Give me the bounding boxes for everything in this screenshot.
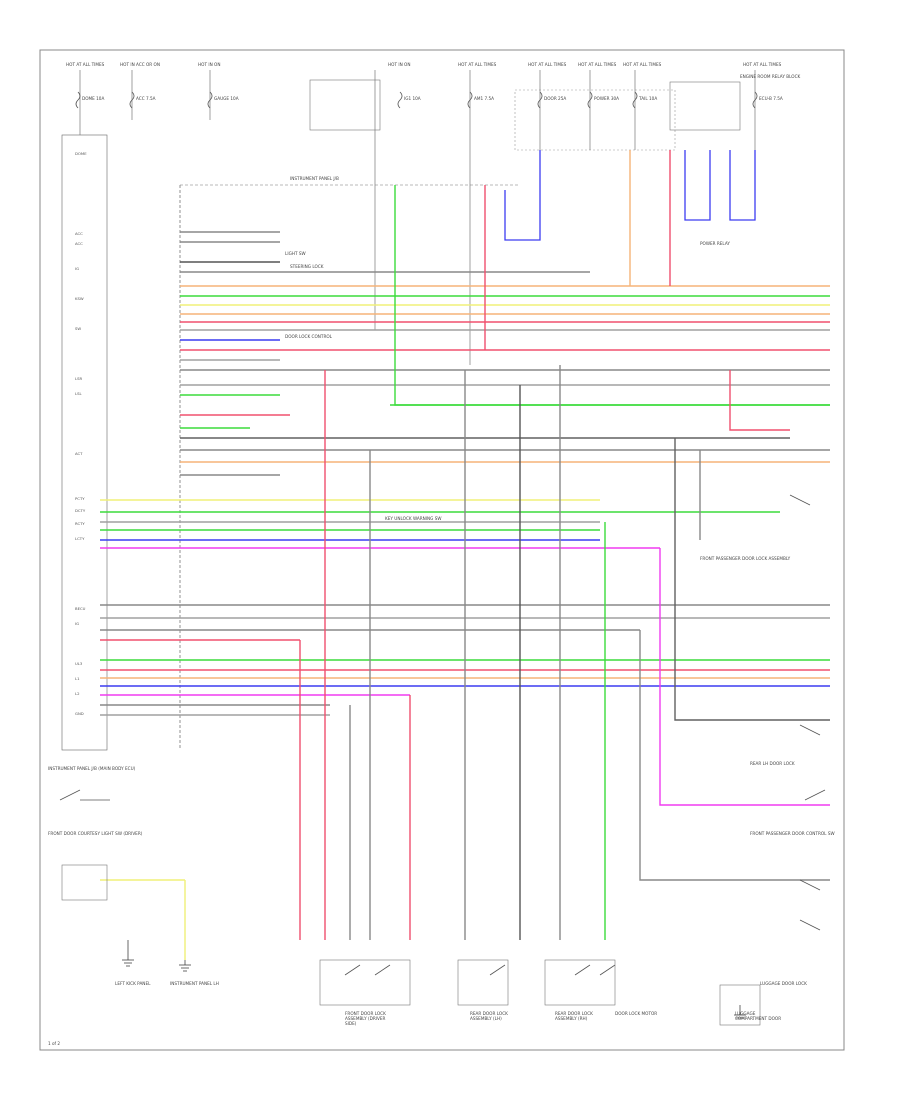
front-pass-door-label: FRONT PASSENGER DOOR LOCK ASSEMBLY [700, 556, 791, 561]
ecu-b-caption: ENGINE ROOM RELAY BLOCK [740, 74, 801, 79]
fuse-icon [632, 91, 638, 109]
svg-text:RCTY: RCTY [75, 521, 85, 526]
svg-text:DCTY: DCTY [75, 508, 86, 513]
fuse-0: HOT AT ALL TIMES DOME 10A [66, 62, 105, 109]
fuse-icon [587, 91, 593, 109]
blue-loops [504, 150, 756, 241]
bottom-component-boxes [319, 959, 761, 1026]
fuse-label: TAIL 10A [638, 96, 657, 101]
svg-text:IG: IG [75, 621, 79, 626]
fuse-6: HOT AT ALL TIMES POWER 30A [578, 62, 619, 109]
svg-text:UL3: UL3 [75, 661, 83, 666]
diagram-frame [39, 49, 845, 1051]
ground-symbols [122, 940, 746, 1019]
courtesy-switch-box [61, 864, 108, 901]
fuse-label: IG1 10A [404, 96, 421, 101]
left-connector [61, 134, 108, 751]
fuse-header: HOT AT ALL TIMES [578, 62, 617, 67]
door-lock-ctrl-label: DOOR LOCK CONTROL [285, 334, 333, 339]
fuse-icon [129, 91, 135, 109]
bottom-component-3: DOOR LOCK MOTOR [615, 1011, 657, 1016]
key-unlock-label: KEY UNLOCK WARNING SW [385, 516, 442, 521]
fuse-header: HOT AT ALL TIMES [743, 62, 782, 67]
svg-text:L1: L1 [75, 676, 80, 681]
svg-text:ACC: ACC [75, 241, 83, 246]
luggage-door-label: LUGGAGE DOOR LOCK [760, 981, 807, 986]
svg-text:KSW: KSW [75, 296, 84, 301]
svg-text:PCTY: PCTY [75, 496, 85, 501]
wire-bundle [100, 231, 830, 716]
fuse-icon [397, 91, 403, 109]
fuse-icon [467, 91, 473, 109]
fuse-label: GAUGE 10A [214, 96, 239, 101]
fuse-header: HOT AT ALL TIMES [66, 62, 105, 67]
ecu-bottom-caption: INSTRUMENT PANEL J/B (MAIN BODY ECU) [48, 766, 136, 771]
fuse-5: HOT AT ALL TIMES DOOR 25A [528, 62, 567, 109]
fuse-label: DOME 10A [82, 96, 104, 101]
fuse-4: HOT AT ALL TIMES AM1 7.5A [458, 62, 497, 109]
svg-text:LCTY: LCTY [75, 536, 85, 541]
relay-box [309, 79, 381, 131]
svg-text:DOME: DOME [75, 151, 87, 156]
svg-text:L2: L2 [75, 691, 80, 696]
fuse-header: HOT AT ALL TIMES [458, 62, 497, 67]
ground1-label: LEFT KICK PANEL [115, 981, 151, 986]
fuse-group: HOT AT ALL TIMES DOME 10A HOT IN ACC OR ON… [66, 62, 783, 109]
power-relay-box [669, 81, 741, 131]
fuse-header: HOT AT ALL TIMES [528, 62, 567, 67]
fuse-icon [537, 91, 543, 109]
page-reference: 1 of 2 [48, 1041, 60, 1046]
fuse-header: HOT IN ON [388, 62, 410, 67]
svg-text:ACT: ACT [75, 451, 83, 456]
steering-lock-label: STEERING LOCK [290, 264, 324, 269]
svg-text:SW: SW [75, 326, 81, 331]
right-switches [344, 494, 826, 976]
svg-text:BECU: BECU [75, 606, 86, 611]
svg-text:GND: GND [75, 711, 84, 716]
front-pass-door2-label: FRONT PASSENGER DOOR CONTROL SW [750, 831, 835, 836]
power-relay-caption: POWER RELAY [700, 241, 730, 246]
fuse-icon [75, 91, 81, 109]
fuse-block-outline [514, 89, 676, 151]
courtesy-switch-caption: FRONT DOOR COURTESY LIGHT SW (DRIVER) [48, 831, 143, 836]
svg-text:ACC: ACC [75, 231, 83, 236]
rear-lh-door-label: REAR LH DOOR LOCK [750, 761, 795, 766]
fuse-label: ECU-B 7.5A [759, 96, 783, 101]
fuse-7: HOT AT ALL TIMES TAIL 10A [623, 62, 662, 109]
fuse-icon [207, 91, 213, 109]
fuse-label: DOOR 25A [544, 96, 566, 101]
svg-text:LSR: LSR [75, 376, 83, 381]
fuse-block-caption: INSTRUMENT PANEL J/B [290, 176, 339, 181]
courtesy-switch-symbol [59, 789, 110, 801]
fuse-2: HOT IN ON GAUGE 10A [198, 62, 239, 109]
light-sw-label: LIGHT SW [285, 251, 306, 256]
top-feeds [79, 70, 756, 365]
fuse-label: ACC 7.5A [136, 96, 156, 101]
fuse-icon [752, 91, 758, 109]
fuse-label: POWER 30A [594, 96, 619, 101]
fuse-label: AM1 7.5A [474, 96, 494, 101]
fuse-1: HOT IN ACC OR ON ACC 7.5A [120, 62, 160, 109]
fuse-8: HOT AT ALL TIMES ECU-B 7.5A [743, 62, 783, 109]
fuse-3: HOT IN ON IG1 10A [388, 62, 421, 109]
fuse-header: HOT AT ALL TIMES [623, 62, 662, 67]
fuse-header: HOT IN ON [198, 62, 220, 67]
left-pin-labels: DOME ACC ACC IG KSW SW LSR LSL ACT PCTY … [75, 151, 87, 716]
vertical-wires [100, 150, 830, 960]
ground2-label: INSTRUMENT PANEL LH [170, 981, 219, 986]
svg-text:LSL: LSL [75, 391, 83, 396]
svg-text:IG: IG [75, 266, 79, 271]
fuse-header: HOT IN ACC OR ON [120, 62, 160, 67]
